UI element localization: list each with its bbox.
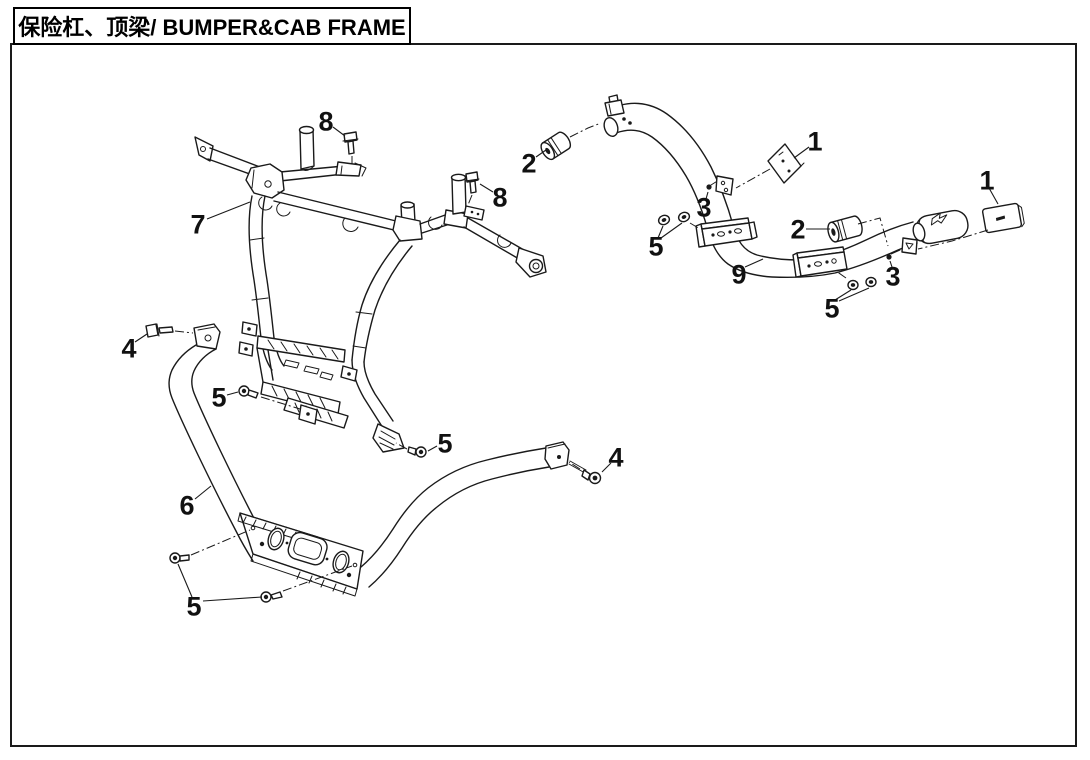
callout-label-1-4: 1: [807, 127, 822, 157]
leader-line: [601, 462, 612, 473]
callout-label-8-1: 8: [492, 183, 507, 213]
mount-bracket: [695, 217, 758, 248]
assembly-line: [395, 442, 408, 450]
leader-line: [838, 287, 870, 302]
callout-label-3-10: 3: [885, 262, 900, 292]
assembly-line: [282, 565, 353, 592]
bolt-part: [407, 446, 427, 458]
leader-line: [535, 149, 547, 158]
assembly-line: [190, 529, 251, 556]
rear-bumper-drawing: [540, 94, 1025, 291]
callout-label-5-9: 5: [648, 232, 663, 262]
assembly-line: [735, 168, 771, 189]
leader-line: [479, 183, 494, 193]
assembly-line: [467, 194, 473, 206]
leader-line: [206, 201, 251, 220]
leader-line: [226, 391, 239, 396]
bolt-part: [145, 323, 174, 338]
assembly-line: [835, 270, 847, 279]
front-bumper-drawing: [145, 323, 602, 603]
leader-line: [744, 258, 764, 268]
assembly-line: [174, 330, 194, 334]
leader-line: [793, 146, 810, 159]
leader-line: [834, 289, 852, 301]
callout-label-4-12: 4: [121, 334, 136, 364]
callout-layer: 8 8 7 2 1 3 2 1 9 5 3 5 4 5 5 6 4 5: [121, 107, 999, 622]
callout-label-9-8: 9: [731, 260, 746, 290]
bolt-part: [238, 385, 259, 399]
callout-label-4-16: 4: [608, 443, 623, 473]
leader-line: [194, 485, 212, 500]
title-block: 保险杠、顶梁/ BUMPER&CAB FRAME: [13, 7, 411, 45]
callout-label-1-7: 1: [979, 166, 994, 196]
callout-label-6-15: 6: [179, 491, 194, 521]
bolt-part: [342, 131, 359, 155]
assembly-line: [569, 122, 602, 138]
assembly-lines-layer: [174, 122, 989, 592]
callout-label-5-11: 5: [824, 294, 839, 324]
leader-line: [988, 187, 999, 205]
leader-line: [177, 563, 193, 598]
callout-label-5-13: 5: [211, 383, 226, 413]
callout-label-5-17: 5: [186, 592, 201, 622]
leader-line: [660, 222, 683, 239]
bolt-part: [464, 171, 480, 194]
leader-line: [134, 333, 148, 343]
callout-label-8-0: 8: [318, 107, 333, 137]
page-title: 保险杠、顶梁/ BUMPER&CAB FRAME: [17, 15, 405, 40]
leader-line: [427, 445, 438, 452]
drawing-border: [10, 43, 1077, 747]
callout-label-7-2: 7: [190, 210, 205, 240]
leader-line: [657, 225, 664, 239]
callout-label-2-6: 2: [790, 215, 805, 245]
bushing-part: [540, 131, 572, 161]
bushing-part: [827, 215, 863, 243]
nut-part: [657, 211, 691, 226]
leader-line: [705, 191, 709, 200]
nut-part: [847, 276, 877, 291]
callout-label-5-14: 5: [437, 429, 452, 459]
mount-bracket: [792, 246, 848, 278]
pad-plate: [981, 202, 1025, 234]
leader-line: [889, 260, 893, 268]
callout-label-2-3: 2: [521, 149, 536, 179]
title-box: [13, 7, 411, 45]
assembly-line: [917, 229, 989, 250]
leader-line: [332, 126, 346, 137]
bolt-part: [568, 460, 602, 485]
assembly-line: [689, 222, 701, 230]
pad-plate: [767, 143, 805, 184]
assembly-line: [568, 461, 581, 470]
leader-line: [202, 596, 263, 602]
cab-frame-drawing: [194, 125, 547, 458]
assembly-line: [857, 217, 889, 247]
callout-label-3-5: 3: [696, 193, 711, 223]
assembly-line: [260, 396, 301, 410]
